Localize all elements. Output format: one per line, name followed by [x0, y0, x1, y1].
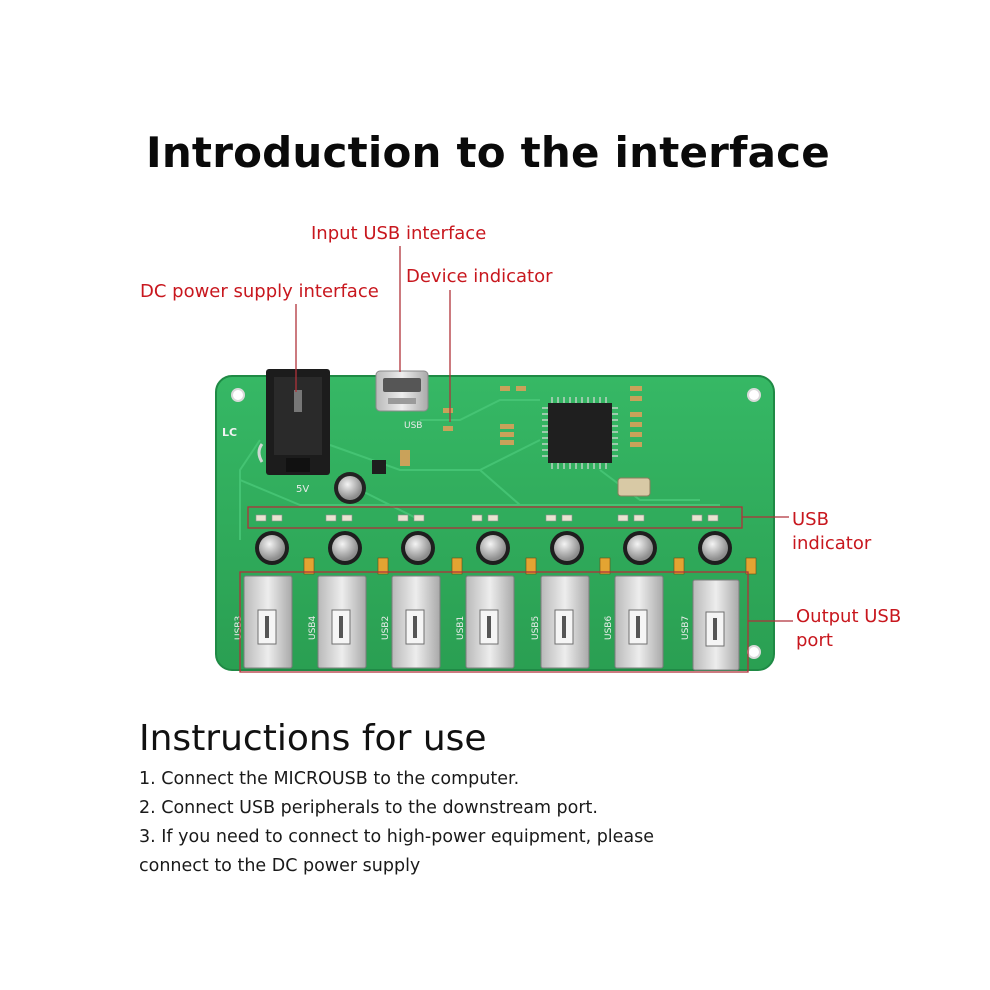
- mount-hole: [747, 388, 761, 402]
- instruction-step: 1. Connect the MICROUSB to the computer.: [139, 769, 520, 789]
- port-label: USB7: [681, 616, 691, 640]
- callout-usb-indicator: USB indicator: [792, 509, 872, 554]
- capacitor: [334, 472, 366, 504]
- mount-hole: [747, 645, 761, 659]
- usb-port: [614, 575, 664, 669]
- mount-hole: [231, 388, 245, 402]
- port-label: USB1: [456, 616, 466, 640]
- page-title: Introduction to the interface: [146, 128, 830, 177]
- instructions-heading: Instructions for use: [139, 718, 487, 759]
- usb-port: [391, 575, 441, 669]
- callout-dc-power: DC power supply interface: [140, 281, 379, 302]
- port-label: USB2: [381, 616, 391, 640]
- instruction-step: 2. Connect USB peripherals to the downst…: [139, 798, 598, 818]
- board-label-usb: USB: [404, 421, 422, 431]
- instruction-step: 3. If you need to connect to high-power …: [139, 827, 655, 847]
- port-label: USB6: [604, 616, 614, 640]
- crystal: [617, 477, 651, 497]
- capacitor-row: [255, 531, 732, 565]
- usb-port: [540, 575, 590, 669]
- usb-port: [243, 575, 293, 669]
- usb-port: [692, 579, 740, 671]
- callout-output-usb: Output USB port: [796, 606, 902, 651]
- micro-usb-connector: [375, 370, 429, 412]
- board-label-5v: 5V: [296, 484, 309, 495]
- usb-port: [465, 575, 515, 669]
- usb-port: [317, 575, 367, 669]
- callout-device-indicator: Device indicator: [406, 266, 553, 287]
- port-label: USB5: [531, 616, 541, 640]
- board-label-lc: LC: [222, 426, 237, 439]
- output-port-box: [239, 571, 749, 673]
- hub-controller-chip: [542, 397, 618, 469]
- port-label: USB3: [234, 616, 244, 640]
- usb-port-row: [243, 575, 740, 671]
- instruction-step: connect to the DC power supply: [139, 856, 421, 876]
- port-label: USB4: [308, 616, 318, 640]
- dc-jack: [257, 369, 330, 475]
- callout-input-usb: Input USB interface: [311, 223, 487, 244]
